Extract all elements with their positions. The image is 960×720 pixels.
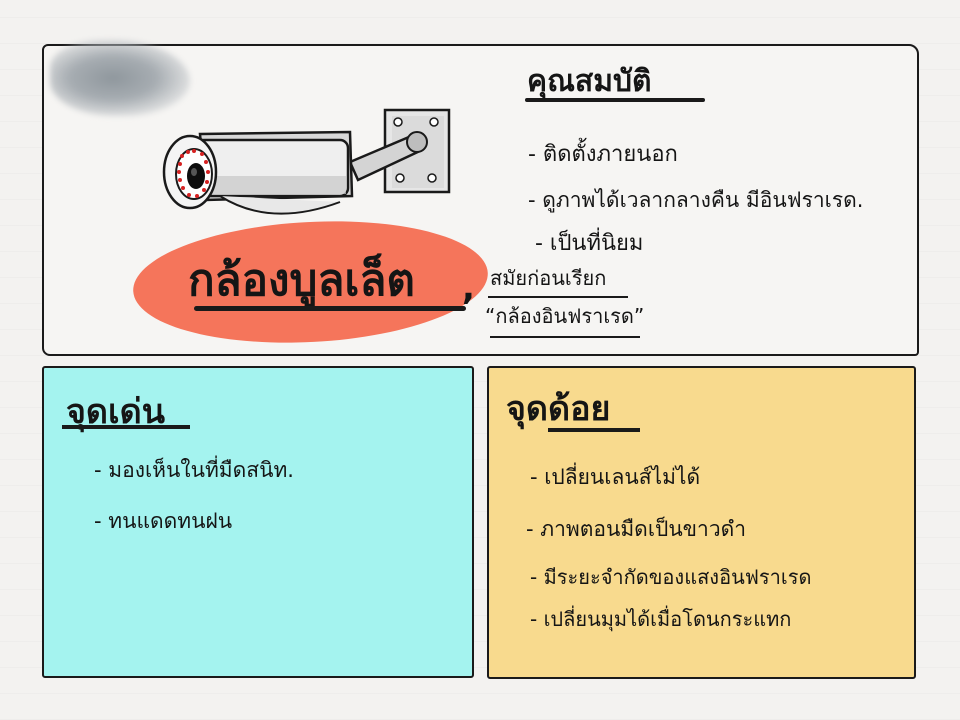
cons-title: จุดด้อย — [506, 389, 611, 429]
cons-item: - เปลี่ยนมุมได้เมื่อโดนกระแทก — [530, 607, 792, 631]
feature-item: - ดูภาพได้เวลากลางคืน มีอินฟราเรด. — [528, 188, 864, 212]
pros-title-underline — [62, 425, 190, 429]
bullet-camera-icon — [162, 108, 451, 215]
cons-title-underline — [548, 428, 640, 432]
pros-item: - มองเห็นในที่มืดสนิท. — [94, 458, 294, 482]
title-comma: , — [462, 268, 475, 308]
feature-item: - เป็นที่นิยม — [535, 231, 644, 256]
pros-title: จุดเด่น — [66, 392, 165, 432]
features-title-underline — [525, 98, 705, 102]
cons-panel — [487, 366, 916, 679]
cons-item: - เปลี่ยนเลนส์ไม่ได้ — [530, 465, 701, 489]
title-underline — [194, 306, 466, 311]
cons-item: - มีระยะจำกัดของแสงอินฟราเรด — [530, 565, 812, 589]
ink-smudge — [50, 40, 190, 116]
old-name-value: “กล้องอินฟราเรด” — [485, 304, 645, 328]
page-title: กล้องบูลเล็ต — [188, 255, 415, 306]
old-name-value-underline — [490, 336, 640, 338]
pros-panel — [42, 366, 474, 678]
features-title: คุณสมบัติ — [527, 64, 652, 99]
cons-item: - ภาพตอนมืดเป็นขาวดำ — [526, 517, 747, 541]
old-name-label: สมัยก่อนเรียก — [490, 266, 607, 290]
old-name-underline — [488, 296, 628, 298]
feature-item: - ติดตั้งภายนอก — [528, 142, 678, 167]
pros-item: - ทนแดดทนฝน — [94, 509, 233, 533]
